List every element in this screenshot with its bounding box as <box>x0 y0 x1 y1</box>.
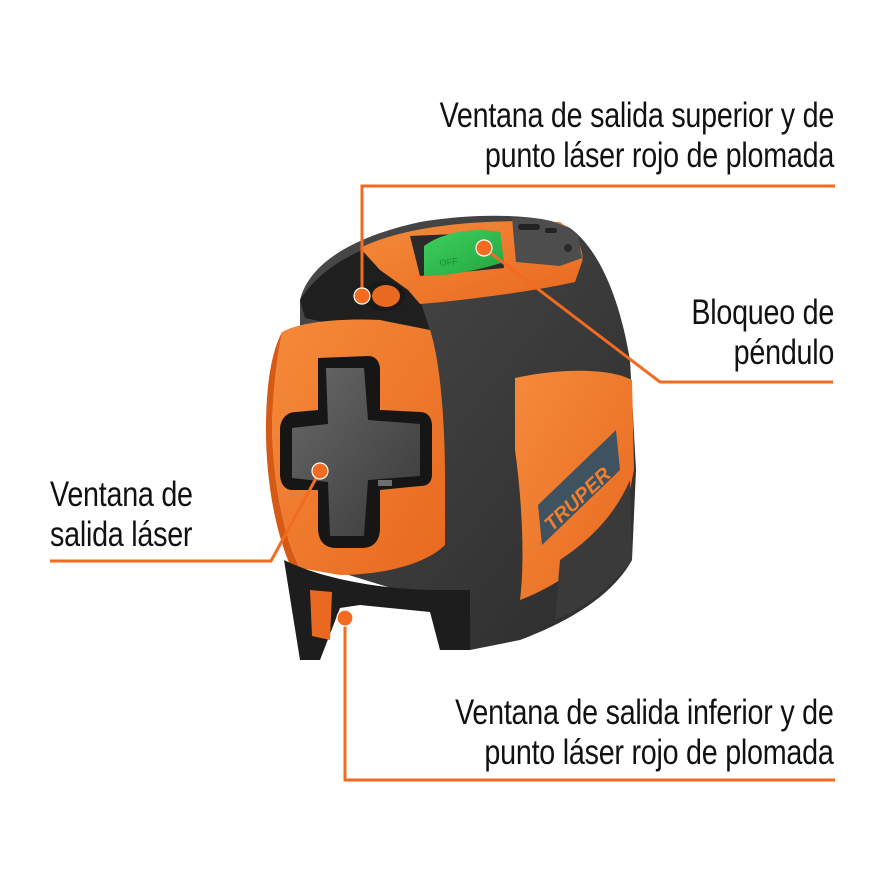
callout-label-laser-window: Ventana de salida láser <box>50 475 193 555</box>
device-body: OFF TRU <box>266 215 636 660</box>
callout-dot-top-window <box>353 287 371 305</box>
callout-label-line: salida láser <box>50 515 193 554</box>
callout-label-line: Bloqueo de <box>691 293 834 332</box>
callout-dot-pendulum-lock <box>475 239 493 257</box>
callout-label-line: punto láser rojo de plomada <box>484 136 834 175</box>
callout-line-pendulum-lock <box>483 246 833 384</box>
top-exit-window <box>361 281 405 311</box>
svg-text:OFF: OFF <box>439 256 458 268</box>
callout-label-line: Ventana de salida inferior y de <box>455 693 835 732</box>
callout-label-pendulum-lock: Bloqueo de péndulo <box>691 293 834 373</box>
callout-line-bottom-window <box>343 618 835 782</box>
callout-dots <box>311 239 493 627</box>
callout-label-bottom-window: Ventana de salida inferior y de punto lá… <box>455 693 835 773</box>
callout-line-laser-window <box>50 470 322 563</box>
callout-label-line: péndulo <box>733 333 835 372</box>
callout-label-line: punto láser rojo de plomada <box>484 733 834 772</box>
callout-dot-laser-window <box>311 462 329 480</box>
callout-label-line: Ventana de <box>50 475 193 514</box>
callout-lines <box>50 184 835 782</box>
callout-line-top-window <box>360 184 835 296</box>
callout-label-line: Ventana de salida superior y de <box>439 96 835 135</box>
callout-dot-bottom-window <box>336 609 354 627</box>
callout-label-top-window: Ventana de salida superior y de punto lá… <box>439 96 835 176</box>
laser-exit-window <box>280 356 432 548</box>
